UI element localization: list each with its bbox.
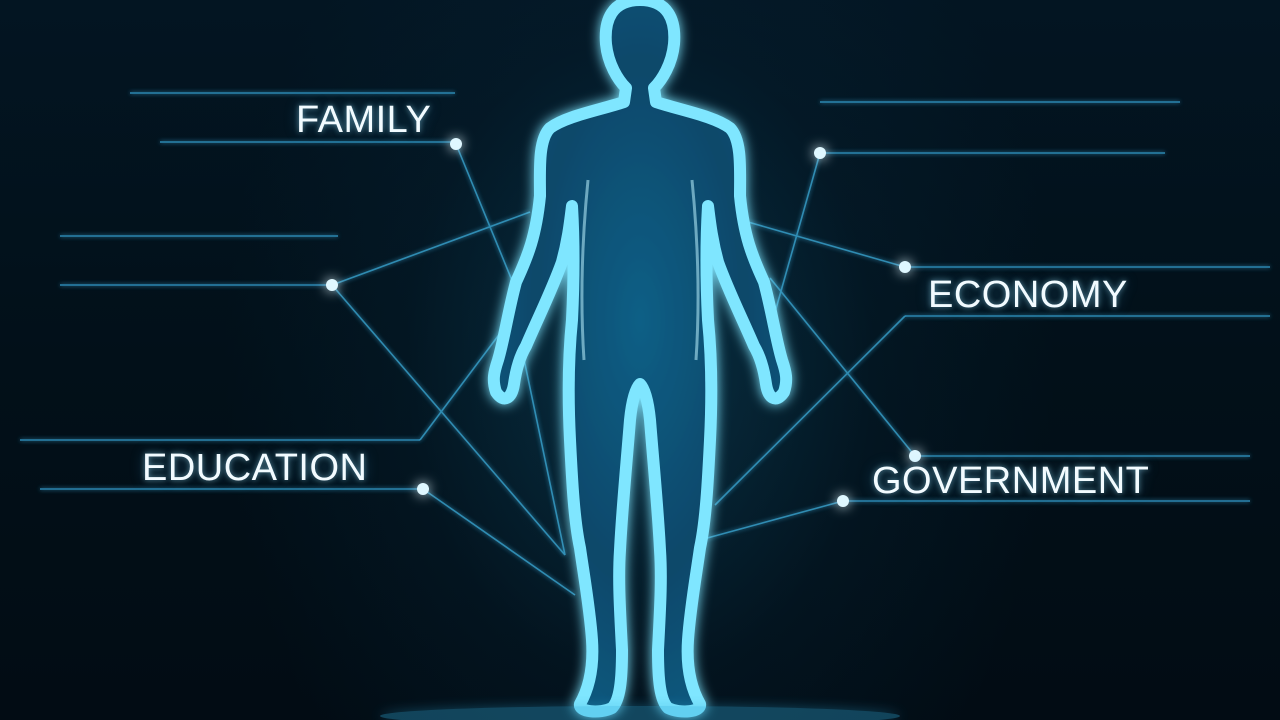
label-family: FAMILY xyxy=(296,99,432,141)
node-dot xyxy=(417,483,429,495)
node-dot xyxy=(909,450,921,462)
guide-lines xyxy=(20,92,1270,502)
node-dot xyxy=(326,279,338,291)
connector-lines xyxy=(331,143,916,596)
node-dot xyxy=(899,261,911,273)
node-dot xyxy=(814,147,826,159)
label-government: GOVERNMENT xyxy=(872,460,1150,502)
node-dot xyxy=(450,138,462,150)
label-education: EDUCATION xyxy=(142,447,368,489)
node-dots xyxy=(326,138,921,507)
human-figure-icon xyxy=(487,0,793,718)
label-economy: ECONOMY xyxy=(928,274,1128,316)
node-dot xyxy=(837,495,849,507)
